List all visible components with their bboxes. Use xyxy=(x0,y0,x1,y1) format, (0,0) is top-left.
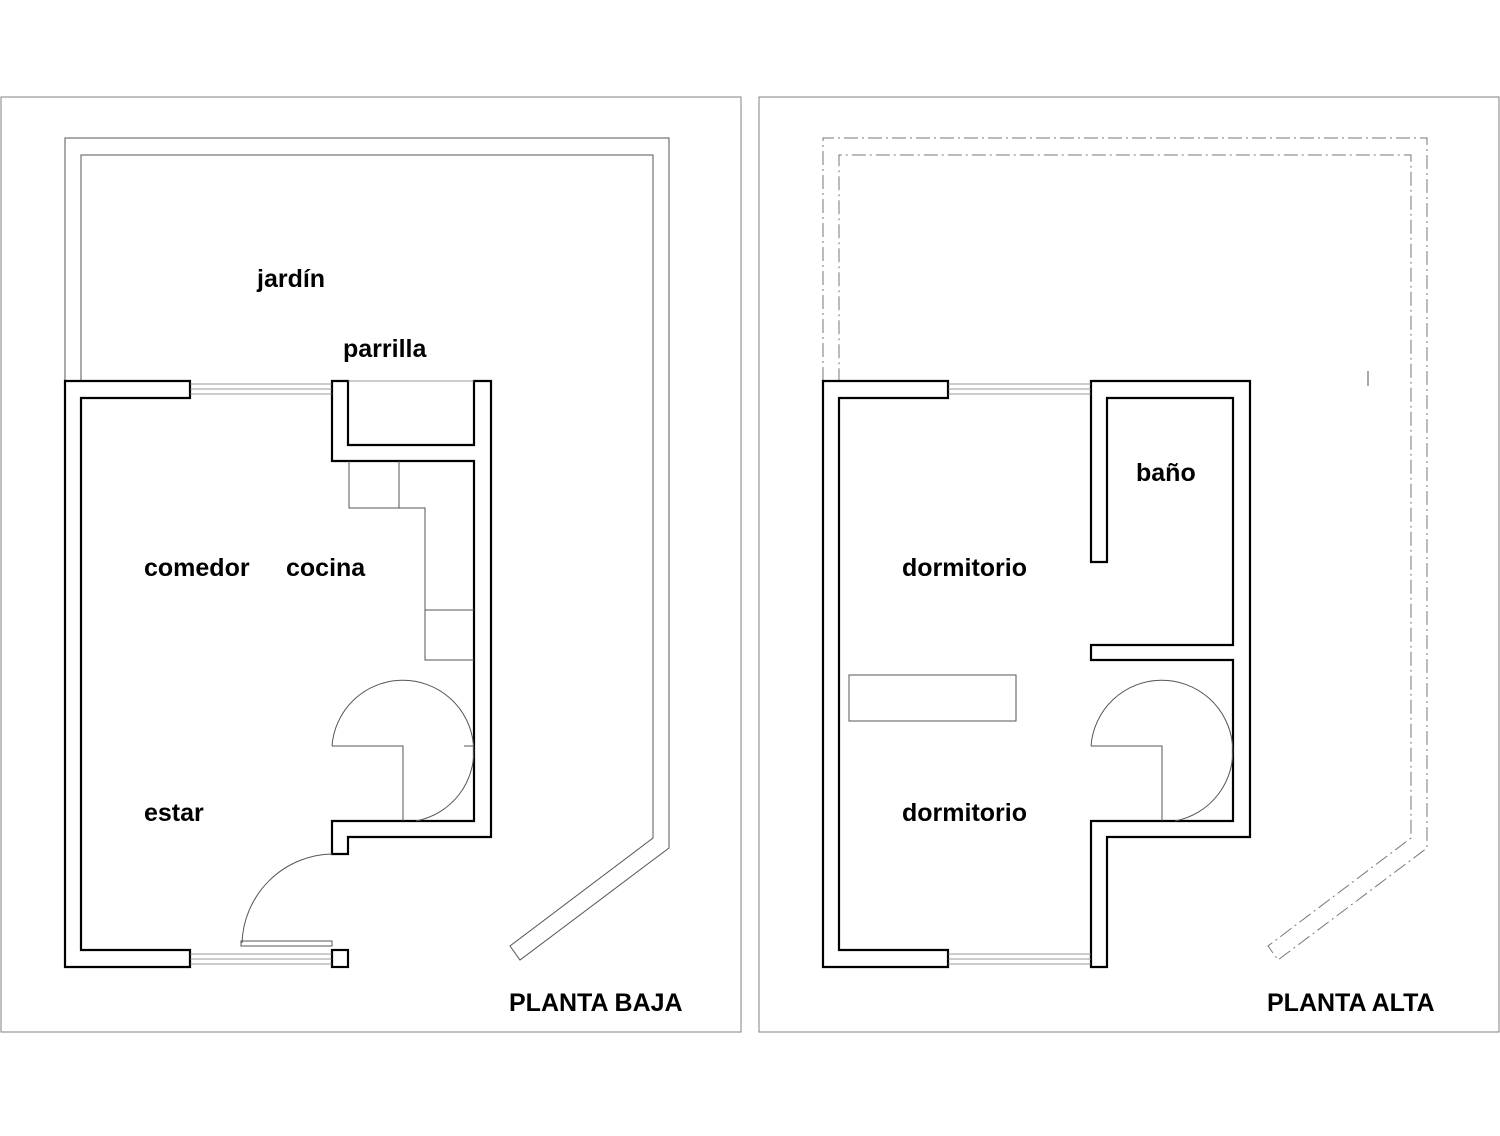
room-label-cocina: cocina xyxy=(286,554,366,582)
room-label-parrilla: parrilla xyxy=(343,335,427,363)
room-label-dormitorio-2: dormitorio xyxy=(902,799,1027,827)
lower-level-outline xyxy=(822,137,1428,961)
ground-floor-plan: jardín parrilla comedor cocina estar PLA… xyxy=(0,96,742,1033)
room-label-bano: baño xyxy=(1136,459,1196,487)
room-label-dormitorio-1: dormitorio xyxy=(902,554,1027,582)
window-bottom xyxy=(190,953,332,965)
kitchen-counter xyxy=(348,461,474,661)
plan-title-planta-baja: PLANTA BAJA xyxy=(509,989,683,1017)
upper-window-bottom xyxy=(948,953,1091,965)
room-label-jardin: jardín xyxy=(256,265,325,293)
garden-perimeter-wall xyxy=(64,137,670,961)
upper-floor-frame xyxy=(758,96,1500,1033)
plan-title-planta-alta: PLANTA ALTA xyxy=(1267,989,1435,1017)
entrance-door xyxy=(240,853,333,947)
spiral-stair xyxy=(331,679,475,822)
upper-walls xyxy=(821,379,1252,969)
room-label-comedor: comedor xyxy=(144,554,250,582)
ground-floor-frame xyxy=(0,96,742,1033)
upper-spiral-stair xyxy=(1090,679,1234,822)
room-label-estar: estar xyxy=(144,799,204,827)
house-walls xyxy=(63,379,493,969)
upper-window-top xyxy=(948,383,1091,395)
bed-furniture xyxy=(848,674,1017,722)
window-top xyxy=(190,383,332,395)
upper-floor-plan: baño dormitorio dormitorio PLANTA ALTA xyxy=(758,96,1500,1033)
